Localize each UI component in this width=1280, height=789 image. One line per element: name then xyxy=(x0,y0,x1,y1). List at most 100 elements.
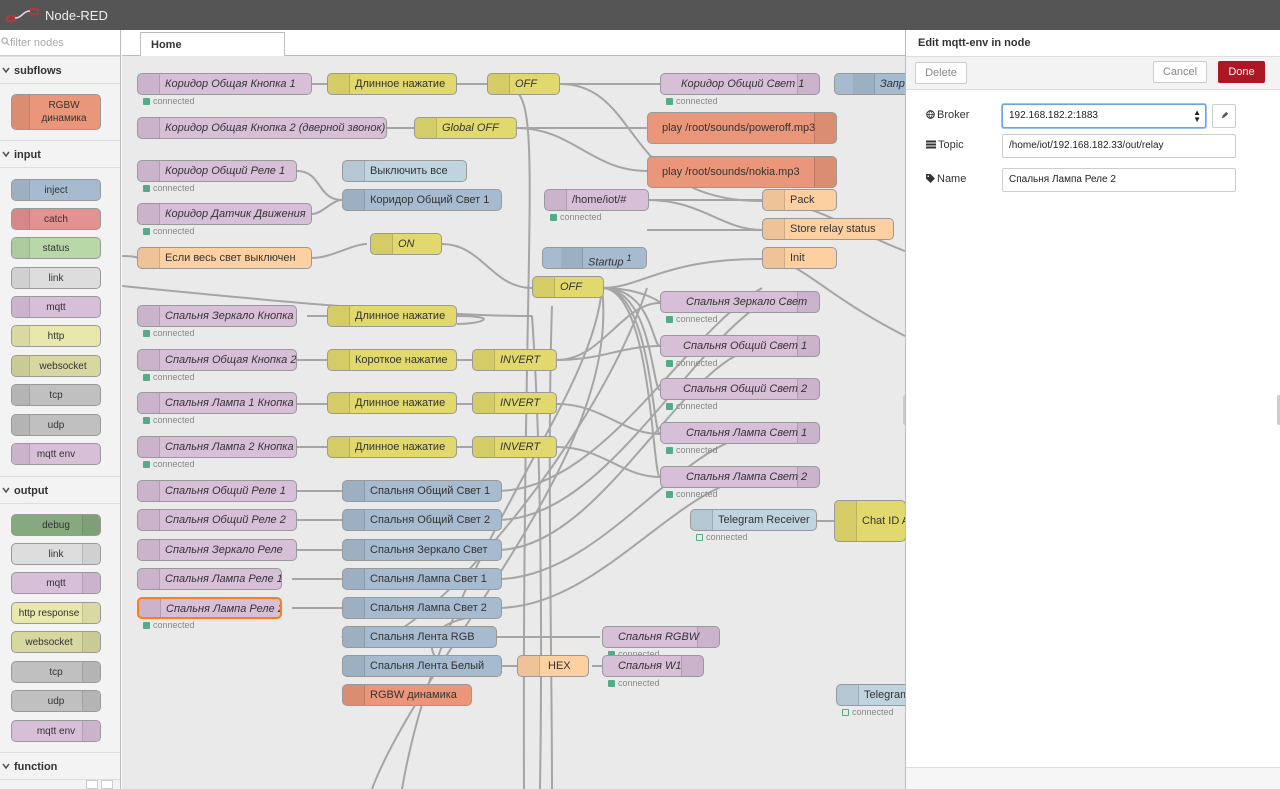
node-function[interactable]: Store relay status xyxy=(762,218,894,240)
palette-node-websocket-in[interactable]: websocket xyxy=(11,355,101,377)
node-mqtt-in[interactable]: Спальня Общий Реле 1 xyxy=(137,480,297,502)
category-label: output xyxy=(14,485,49,497)
node-trigger[interactable]: Длинное нажатие xyxy=(327,436,457,458)
palette-node-mqtt-out[interactable]: mqtt xyxy=(11,572,101,594)
node-change[interactable]: INVERT xyxy=(472,349,557,371)
node-ui-colour-picker[interactable]: Спальня Лента RGB xyxy=(342,626,497,648)
palette-filter[interactable]: filter nodes xyxy=(0,30,120,56)
node-function[interactable]: Pack xyxy=(762,189,837,211)
node-mqtt-in[interactable]: Коридор Общий Реле 1 xyxy=(137,160,297,182)
name-input[interactable]: Спальня Лампа Реле 2 xyxy=(1002,168,1236,192)
node-function[interactable]: HEX xyxy=(517,655,589,677)
palette-node-link-out[interactable]: link xyxy=(11,543,101,565)
node-change[interactable]: INVERT xyxy=(472,392,557,414)
category-subflows[interactable]: subflows xyxy=(0,56,120,84)
node-label: Спальня Лампа Реле 2 xyxy=(166,603,282,615)
node-mqtt-in[interactable]: Спальня Зеркало Кнопка xyxy=(137,305,297,327)
palette-node-debug[interactable]: debug xyxy=(11,514,101,536)
cancel-button[interactable]: Cancel xyxy=(1153,61,1207,83)
edit-broker-button[interactable] xyxy=(1212,104,1236,128)
tab-home[interactable]: Home xyxy=(140,32,285,57)
node-trigger[interactable]: Короткое нажатие xyxy=(327,349,457,371)
node-switch[interactable]: Chat ID A xyxy=(834,500,905,542)
node-ui-switch[interactable]: Спальня Общий Свет 1 xyxy=(342,480,502,502)
broker-select[interactable]: 192.168.182.2:1883▲▼ xyxy=(1002,104,1206,128)
palette-node-link-in[interactable]: link xyxy=(11,267,101,289)
node-mqtt-in[interactable]: Коридор Общая Кнопка 1 xyxy=(137,73,312,95)
node-change[interactable]: ON xyxy=(370,233,442,255)
node-link[interactable]: Выключить все xyxy=(342,160,467,182)
palette-scroll-down-button[interactable] xyxy=(101,780,113,789)
palette-node-status[interactable]: status xyxy=(11,237,101,259)
node-mqtt-out[interactable]: Спальня Зеркало Свет xyxy=(660,291,820,313)
node-mqtt-out[interactable]: Коридор Общий Свет 1 xyxy=(660,73,820,95)
palette-node-mqtt-env-out[interactable]: mqtt env xyxy=(11,720,101,742)
palette-node-label: udp xyxy=(47,696,65,707)
tray-resize-handle[interactable] xyxy=(1277,395,1280,425)
delete-button[interactable]: Delete xyxy=(915,62,967,84)
node-function[interactable]: Init xyxy=(762,247,837,269)
node-mqtt-in[interactable]: Спальня Лампа Реле 1 xyxy=(137,568,282,590)
category-function[interactable]: function xyxy=(0,752,120,780)
node-mqtt-in[interactable]: Коридор Датчик Движения xyxy=(137,203,312,225)
palette-node-udp-in[interactable]: udp xyxy=(11,414,101,436)
node-ui-slider[interactable]: Спальня Лента Белый xyxy=(342,655,502,677)
palette-node-rgbw[interactable]: RGBW динамика xyxy=(11,94,101,130)
workspace-resize-handle[interactable] xyxy=(903,395,905,425)
palette-node-inject[interactable]: inject xyxy=(11,179,101,201)
node-subflow[interactable]: RGBW динамика xyxy=(342,684,472,706)
node-status: connected xyxy=(143,621,195,631)
node-ui-switch[interactable]: Спальня Зеркало Свет xyxy=(342,539,502,561)
node-mqtt-out[interactable]: Спальня Общий Свет 2 xyxy=(660,378,820,400)
node-ui-switch[interactable]: Коридор Общий Свет 1 xyxy=(342,189,502,211)
topic-input[interactable]: /home/iot/192.168.182.33/out/relay xyxy=(1002,134,1236,158)
node-change[interactable]: INVERT xyxy=(472,436,557,458)
node-telegram-receiver[interactable]: Telegram Receiver xyxy=(690,509,817,531)
node-mqtt-in[interactable]: /home/iot/# xyxy=(544,189,649,211)
node-mqtt-in[interactable]: Спальня Общая Кнопка 2 xyxy=(137,349,297,371)
node-mqtt-in[interactable]: Спальня Лампа 1 Кнопка xyxy=(137,392,297,414)
node-trigger[interactable]: Длинное нажатие xyxy=(327,73,457,95)
done-button[interactable]: Done xyxy=(1218,61,1265,83)
palette-node-tcp-in[interactable]: tcp xyxy=(11,384,101,406)
node-mqtt-out[interactable]: Спальня Лампа Свет 2 xyxy=(660,466,820,488)
palette-node-http-in[interactable]: http xyxy=(11,325,101,347)
node-change[interactable]: Global OFF xyxy=(414,117,517,139)
flow-canvas[interactable]: Коридор Общая Кнопка 1 connected Длинное… xyxy=(122,56,905,789)
node-mqtt-out[interactable]: Спальня Общий Свет 1 xyxy=(660,335,820,357)
palette-node-tcp-out[interactable]: tcp xyxy=(11,661,101,683)
palette-node-mqtt-in[interactable]: mqtt xyxy=(11,296,101,318)
palette-node-http-response[interactable]: http response xyxy=(11,602,101,624)
node-mqtt-out[interactable]: Спальня RGBW xyxy=(602,626,720,648)
node-telegram[interactable]: Telegram xyxy=(836,684,905,706)
category-output[interactable]: output xyxy=(0,476,120,504)
node-label: Pack xyxy=(790,194,815,206)
node-mqtt-in[interactable]: Спальня Зеркало Реле xyxy=(137,539,297,561)
tray-footer xyxy=(906,767,1280,789)
node-trigger[interactable]: Длинное нажатие xyxy=(327,392,457,414)
node-mqtt-out[interactable]: Спальня W1 xyxy=(602,655,704,677)
palette-scroll-up-button[interactable] xyxy=(86,780,98,789)
node-ui-switch[interactable]: Спальня Лампа Свет 2 xyxy=(342,597,502,619)
category-input[interactable]: input xyxy=(0,140,120,168)
node-mqtt-in[interactable]: Коридор Общая Кнопка 2 (дверной звонок) xyxy=(137,117,387,139)
node-mqtt-in-selected[interactable]: Спальня Лампа Реле 2 xyxy=(137,597,282,619)
node-ui-switch[interactable]: Спальня Общий Свет 2 xyxy=(342,509,502,531)
node-trigger[interactable]: Длинное нажатие xyxy=(327,305,457,327)
palette-node-catch[interactable]: catch xyxy=(11,208,101,230)
node-inject[interactable]: Запрос xyxy=(834,73,905,95)
node-change[interactable]: OFF xyxy=(532,276,604,298)
node-ui-switch[interactable]: Спальня Лампа Свет 1 xyxy=(342,568,502,590)
node-inject[interactable]: Startup 1 xyxy=(542,247,647,269)
node-mqtt-in[interactable]: Спальня Общий Реле 2 xyxy=(137,509,297,531)
node-change[interactable]: OFF xyxy=(487,73,560,95)
palette-node-udp-out[interactable]: udp xyxy=(11,690,101,712)
node-exec[interactable]: play /root/sounds/poweroff.mp3 xyxy=(647,112,837,144)
node-mqtt-in[interactable]: Спальня Лампа 2 Кнопка xyxy=(137,436,297,458)
node-status: connected xyxy=(143,97,195,107)
palette-node-mqtt-env-in[interactable]: mqtt env xyxy=(11,443,101,465)
palette-node-websocket-out[interactable]: websocket xyxy=(11,631,101,653)
node-exec[interactable]: play /root/sounds/nokia.mp3 xyxy=(647,156,837,188)
node-function[interactable]: Если весь свет выключен xyxy=(137,247,312,269)
node-mqtt-out[interactable]: Спальня Лампа Свет 1 xyxy=(660,422,820,444)
